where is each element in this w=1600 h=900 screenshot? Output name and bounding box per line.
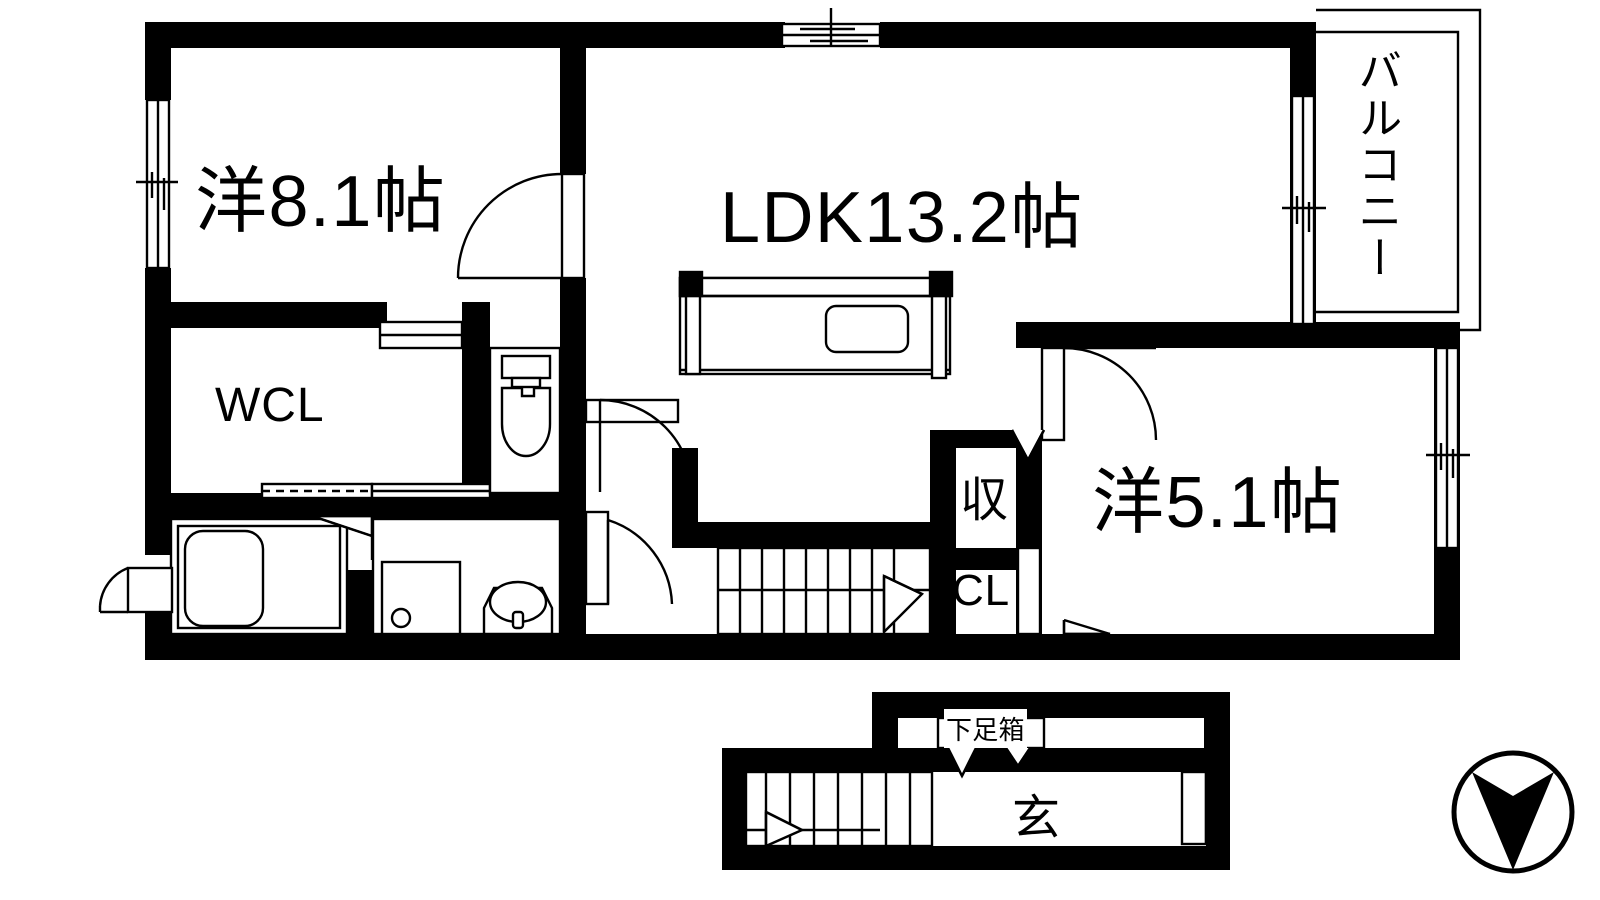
toilet <box>488 346 562 495</box>
wall-bedroom8-ldk-upper <box>560 22 586 174</box>
wall-corridor-bottom <box>672 522 950 548</box>
wall-top-right <box>880 22 1315 48</box>
door-corridor-a <box>584 398 694 493</box>
kitchen-wall-stub-right <box>928 270 954 298</box>
washing-machine <box>380 560 462 636</box>
wall-group <box>145 22 1460 870</box>
kitchen-counter <box>678 276 952 380</box>
wall-toilet-left <box>462 348 490 493</box>
wall-bottom-main <box>145 634 1460 660</box>
wall-bedroom8-ldk-lower <box>560 278 586 328</box>
wall-left-wcl <box>145 328 171 493</box>
window-bedroom5-right <box>1426 346 1470 550</box>
window-bedroom8-left <box>136 98 178 270</box>
sliding-door-wcl <box>260 482 492 500</box>
wall-entrance-top-left <box>722 748 1230 772</box>
wall-bath-washroom <box>347 570 373 634</box>
door-bedroom8 <box>456 172 586 280</box>
cl-door <box>1016 546 1111 636</box>
compass-south <box>1451 750 1575 874</box>
door-bedroom5 <box>1040 346 1158 442</box>
wall-toilet-right <box>560 328 586 493</box>
wall-bedroom5-right-b <box>1434 548 1460 660</box>
window-ldk-top <box>780 8 882 48</box>
door-bathroom-exterior <box>98 566 174 614</box>
door-entrance <box>1180 770 1217 846</box>
wall-storage-left <box>930 430 956 634</box>
door-corridor-b <box>584 510 674 606</box>
window-ldk-balcony <box>1282 94 1326 326</box>
stairs-entrance <box>744 770 934 848</box>
balcony-outline <box>1316 8 1482 332</box>
wcl-opening <box>378 320 464 350</box>
stairs-upper <box>716 546 932 636</box>
detail-lines <box>98 8 1482 848</box>
wall-entrance-top <box>872 692 1230 718</box>
wall-washroom-right <box>560 519 586 634</box>
bathtub <box>169 517 349 636</box>
wall-cl-top <box>930 548 1040 570</box>
wall-ldk-bedroom5 <box>1016 322 1316 348</box>
wall-wcl-toilet-a <box>462 302 490 348</box>
wall-left-upper <box>145 22 171 100</box>
wall-bedroom5-top <box>1290 322 1460 348</box>
storage-door-marker <box>1010 429 1046 463</box>
wall-entrance-bottom <box>722 846 1230 870</box>
wall-top-left <box>145 22 785 48</box>
wall-entrance-left-step <box>872 692 898 772</box>
vanity-sink <box>482 580 554 636</box>
kitchen-wall-stub-left <box>678 270 704 298</box>
wall-bedroom8-bottom-a <box>145 302 387 328</box>
wall-entrance-right <box>1206 748 1230 870</box>
wall-toilet-bottom <box>490 493 586 519</box>
